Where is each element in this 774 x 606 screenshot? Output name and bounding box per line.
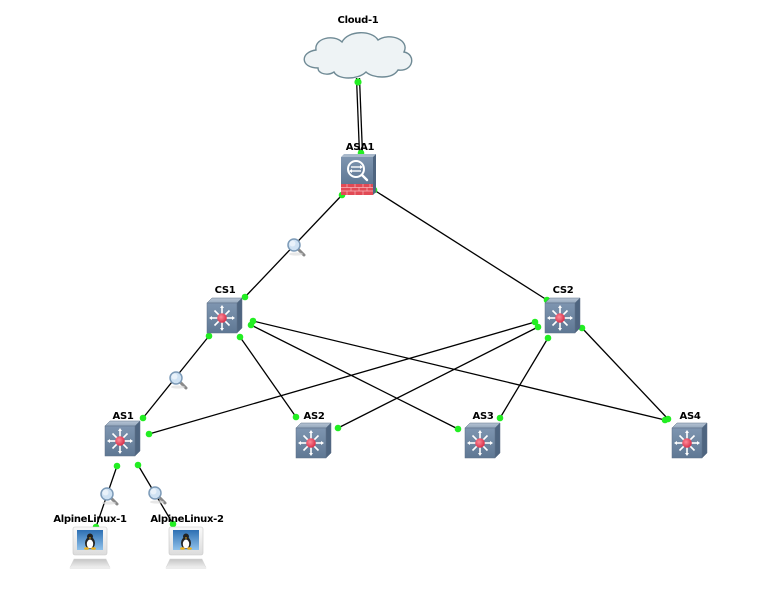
link-cs1-as2[interactable]: [239, 336, 297, 418]
port-status-up-as1-alpine2-a: [134, 461, 142, 469]
asa-firewall-icon: [341, 154, 376, 195]
capture-layer: [99, 237, 306, 507]
node-asa1[interactable]: ASA1: [341, 142, 376, 195]
port-status-up-cs1-as4-a: [249, 317, 257, 325]
link-cs2-as3[interactable]: [499, 337, 549, 419]
port-status-up-as1-alpine1-a: [113, 462, 121, 470]
node-as1[interactable]: AS1: [104, 411, 141, 457]
link-cs2-as2[interactable]: [337, 326, 539, 429]
packet-capture-icon[interactable]: [168, 370, 188, 391]
port-status-up-cs2-as4-a: [578, 324, 586, 332]
link-cs1-as4[interactable]: [252, 320, 666, 421]
node-alpinelinux-2[interactable]: AlpineLinux-2: [150, 514, 224, 570]
node-label: AlpineLinux-2: [150, 514, 224, 525]
port-status-up-cs1-as2-b: [292, 413, 300, 421]
linux-host-icon: [165, 526, 207, 570]
port-status-up-cs1-as1-a: [205, 332, 213, 340]
port-status-up-cs2-as4-b: [664, 415, 672, 423]
port-status-up-cs2-as1-b: [145, 430, 153, 438]
packet-capture-icon[interactable]: [147, 485, 167, 506]
multilayer-switch-icon: [671, 422, 708, 459]
packet-capture-icon[interactable]: [99, 486, 119, 507]
node-label: AS3: [473, 411, 494, 422]
port-status-up-cs2-as3-b: [496, 414, 504, 422]
link-cs1-as3[interactable]: [250, 324, 459, 430]
port-status-up-as1-alpine2-b: [169, 520, 177, 528]
node-label: ASA1: [346, 142, 375, 153]
node-label: CS2: [553, 285, 574, 296]
node-label: AS1: [113, 411, 134, 422]
node-as4[interactable]: AS4: [671, 411, 708, 459]
node-label: AS2: [304, 411, 325, 422]
cloud-icon: [303, 32, 413, 79]
node-label: AS4: [680, 411, 701, 422]
multilayer-switch-icon: [464, 422, 501, 459]
node-label: AlpineLinux-1: [53, 514, 127, 525]
port-status-up-cs1-as3-b: [454, 425, 462, 433]
multilayer-switch-icon: [104, 420, 141, 457]
links-layer: [95, 77, 669, 528]
node-cloud-1[interactable]: Cloud-1: [303, 15, 413, 79]
multilayer-switch-icon: [295, 422, 332, 459]
node-as2[interactable]: AS2: [295, 411, 332, 459]
link-asa1-cs2[interactable]: [373, 189, 548, 301]
link-cs2-as4[interactable]: [581, 327, 669, 420]
port-status-up-cloud1-asa1-a: [354, 78, 362, 86]
node-cs2[interactable]: CS2: [544, 285, 581, 334]
node-label: CS1: [215, 285, 236, 296]
port-status-up-asa1-cs1-b: [241, 293, 249, 301]
node-alpinelinux-1[interactable]: AlpineLinux-1: [53, 514, 127, 570]
link-cs2-as1[interactable]: [148, 321, 536, 435]
port-status-up-cs2-as1-a: [531, 318, 539, 326]
node-cs1[interactable]: CS1: [206, 285, 243, 334]
port-status-up-cs2-as2-a: [534, 323, 542, 331]
link-cloud1-asa1[interactable]: [358, 77, 364, 155]
node-as3[interactable]: AS3: [464, 411, 501, 459]
node-label: Cloud-1: [338, 15, 379, 26]
port-status-up-cs1-as2-a: [236, 333, 244, 341]
port-status-up-cs1-as1-b: [139, 414, 147, 422]
link-cloud1-asa1[interactable]: [355, 77, 361, 155]
ports-layer: [92, 78, 672, 531]
packet-capture-icon[interactable]: [286, 237, 306, 258]
linux-host-icon: [69, 526, 111, 570]
multilayer-switch-icon: [206, 297, 243, 334]
multilayer-switch-icon: [544, 297, 581, 334]
port-status-up-cs2-as2-b: [334, 424, 342, 432]
port-status-up-cs2-as3-a: [544, 334, 552, 342]
